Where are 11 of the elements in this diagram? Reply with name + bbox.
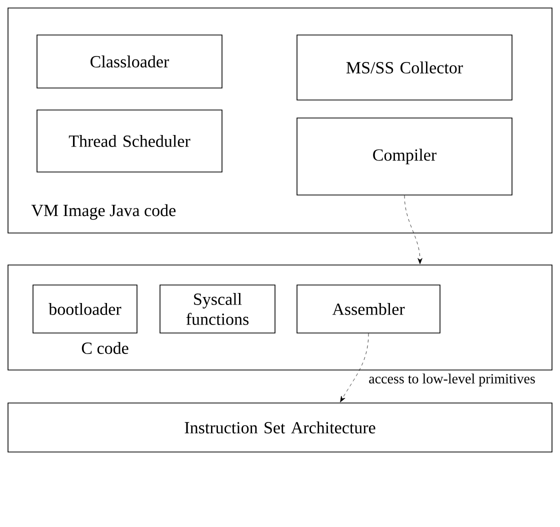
component-box: bootloader bbox=[32, 284, 138, 334]
layer-box: Instruction Set Architecture bbox=[8, 402, 552, 452]
component-box: Assembler bbox=[296, 284, 440, 334]
arrow bbox=[340, 333, 369, 402]
component-box: Thread Scheduler bbox=[36, 110, 222, 172]
component-box: MS/SS Collector bbox=[296, 34, 512, 100]
component-box: Compiler bbox=[296, 118, 512, 196]
edge-label: access to low-level primitives bbox=[368, 372, 536, 388]
component-box: Syscall functions bbox=[160, 284, 276, 334]
component-box: Classloader bbox=[36, 34, 222, 88]
arrow bbox=[404, 195, 422, 264]
